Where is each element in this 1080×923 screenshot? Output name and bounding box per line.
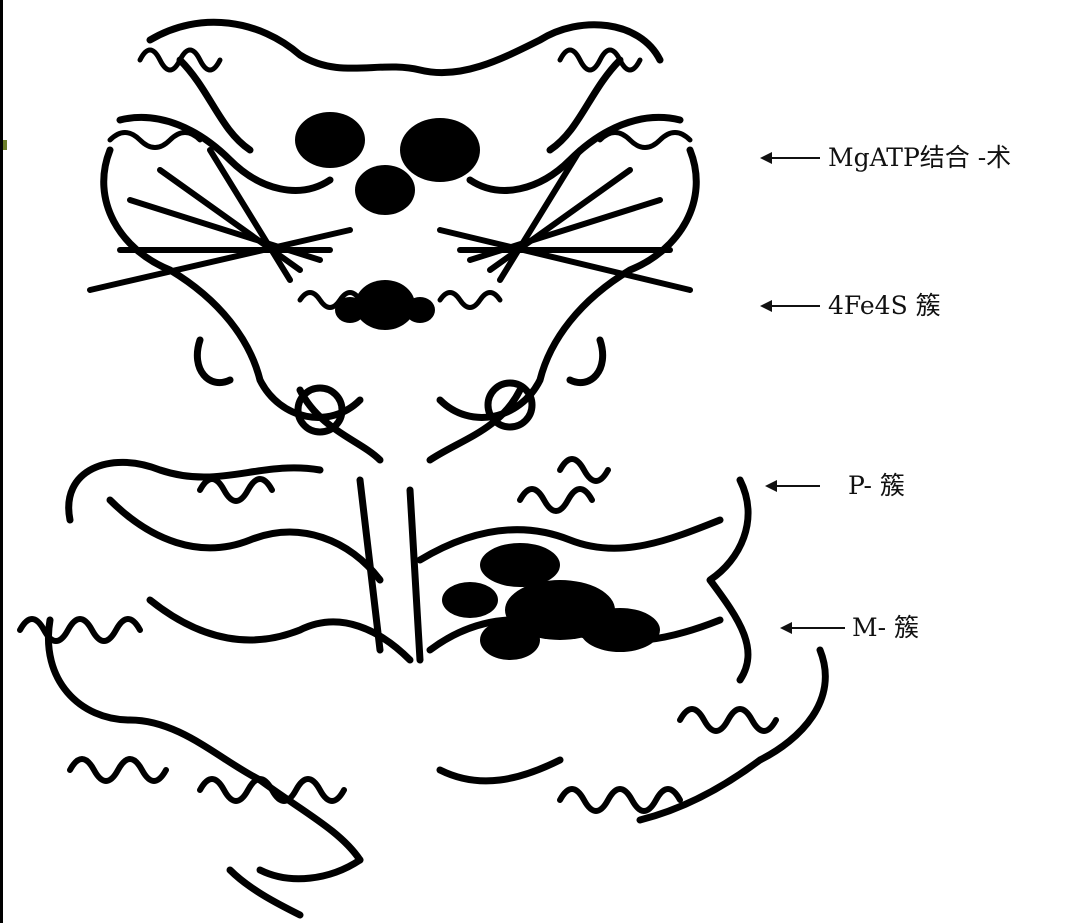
mgatp-binding-site-dark: [295, 112, 480, 215]
label-4fe4s-cluster: 4Fe4S 簇: [828, 293, 941, 318]
arrow-icon: [760, 300, 820, 312]
arrow-icon: [765, 480, 820, 492]
arrow-icon: [760, 152, 820, 164]
mofe-protein: [48, 462, 825, 915]
protein-ribbon-drawing: [20, 22, 825, 915]
label-mgatp-binding: MgATP结合 -术: [828, 145, 1011, 170]
label-m-cluster: M- 簇: [852, 615, 919, 640]
interface-region: [298, 383, 532, 460]
beta-sheet-left: [90, 150, 350, 290]
beta-sheet-right: [440, 150, 690, 290]
arrow-icon: [780, 622, 845, 634]
fe4s4-cluster-dark: [335, 280, 435, 330]
label-p-cluster: P- 簇: [848, 473, 905, 498]
